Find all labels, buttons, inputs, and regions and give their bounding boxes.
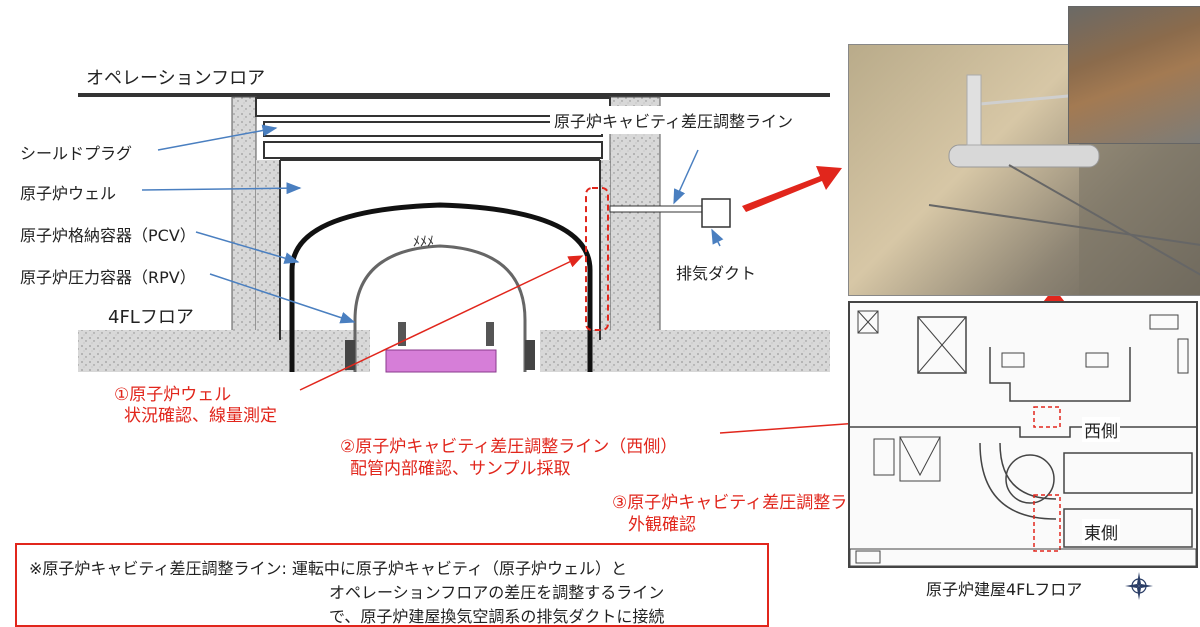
- note-line-2: オペレーションフロアの差圧を調整するライン: [329, 583, 665, 602]
- point3-subtitle: 外観確認: [628, 515, 696, 535]
- floor-plan-4fl: 西側 東側: [848, 301, 1198, 568]
- well-outer-concrete-right: [600, 160, 610, 340]
- right-wall: [609, 96, 661, 343]
- cavity-line-label: 原子炉キャビティ差圧調整ライン: [550, 106, 798, 134]
- operation-floor-slab: [78, 93, 830, 97]
- shield-plug-bot: [263, 141, 603, 159]
- rpv-internals: [385, 349, 497, 373]
- compass-rose-icon: [1124, 571, 1154, 601]
- reactor-well-outline: [279, 159, 601, 340]
- point2-subtitle: 配管内部確認、サンプル採取: [350, 459, 571, 479]
- point1-title: ①原子炉ウェル: [114, 385, 232, 405]
- floor-4fl-label: 4FLフロア: [108, 307, 194, 328]
- point2-title: ②原子炉キャビティ差圧調整ライン（西側）: [340, 437, 678, 457]
- exhaust-duct-label: 排気ダクト: [672, 258, 761, 286]
- floor-slab-right: [540, 330, 830, 372]
- pcv-dome: [289, 202, 593, 372]
- shield-plug-label: シールドプラグ: [20, 144, 133, 163]
- cavity-line-pipe: [609, 205, 703, 213]
- big-red-arrow-right: [742, 166, 842, 212]
- reactor-well-label: 原子炉ウェル: [20, 184, 117, 203]
- rpv-label: 原子炉圧力容器（RPV）: [20, 268, 196, 287]
- floor-plan-drawing: [849, 310, 1197, 567]
- floor-plan-caption: 原子炉建屋4FLフロア: [926, 580, 1083, 599]
- operation-floor-label: オペレーションフロア: [86, 68, 266, 89]
- exhaust-duct-box: [701, 198, 731, 228]
- note-box: ※原子炉キャビティ差圧調整ライン: 運転中に原子炉キャビティ（原子炉ウェル）と …: [15, 543, 769, 627]
- point1-subtitle: 状況確認、線量測定: [124, 406, 277, 426]
- svg-text:ﾒﾒﾒ: ﾒﾒﾒ: [413, 234, 434, 250]
- point1-dashed-marker: [585, 187, 609, 331]
- pipe-closeup-photo: [1068, 6, 1200, 144]
- floor-slab-left: [78, 330, 370, 372]
- pcv-label: 原子炉格納容器（PCV）: [20, 226, 196, 245]
- note-line-1: ※原子炉キャビティ差圧調整ライン: 運転中に原子炉キャビティ（原子炉ウェル）と: [29, 559, 627, 578]
- west-label: 西側: [1082, 417, 1120, 442]
- rpv-dome: [353, 244, 527, 372]
- well-outer-concrete: [256, 160, 280, 340]
- east-label: 東側: [1082, 519, 1120, 544]
- note-line-3: で、原子炉建屋換気空調系の排気ダクトに接続: [329, 607, 665, 626]
